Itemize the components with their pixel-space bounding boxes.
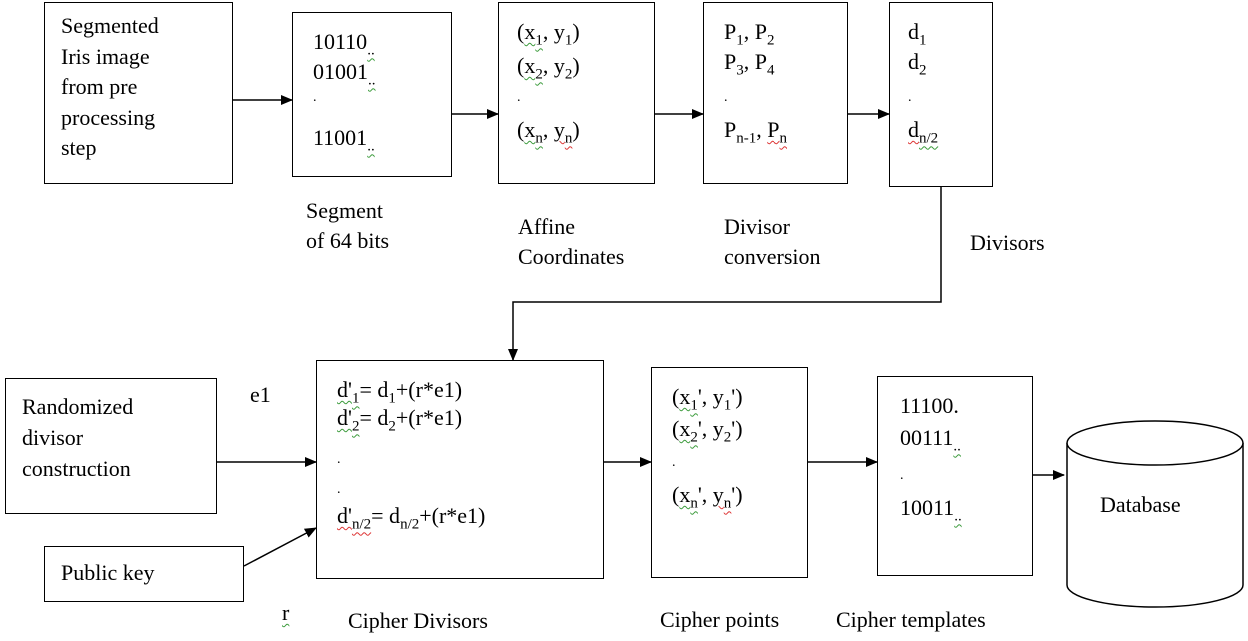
bit-line-2: 01001.. xyxy=(313,59,376,89)
randomized-divisor-box: Randomized divisor construction xyxy=(5,378,217,514)
cipher-point-n: (xn', yn') xyxy=(672,482,743,512)
public-key-label: Public key xyxy=(61,560,155,585)
label-r: r xyxy=(282,600,290,625)
point-pairs-box: P1, P2 P3, P4 . Pn-1, Pn xyxy=(703,2,848,184)
cipher-point-ellipsis: . xyxy=(672,455,676,470)
bit-line-3: 11001.. xyxy=(313,125,375,155)
bit-line-1: 10110.. xyxy=(313,29,375,59)
pair-1-2: P1, P2 xyxy=(724,19,775,49)
divisor-1: d1 xyxy=(908,19,927,49)
template-ellipsis: . xyxy=(900,468,904,483)
input-iris-box: Segmented Iris image from pre processing… xyxy=(44,2,233,184)
cipher-divisor-2: d'2= d2+(r*e1) xyxy=(337,405,463,435)
bit-segment-box: 10110.. 01001.. . 11001.. xyxy=(292,12,452,177)
randomized-divisor-label: Randomized divisor construction xyxy=(22,394,134,481)
caption-divisor-conversion: Divisor conversion xyxy=(724,214,821,269)
template-line-1: 11100. xyxy=(900,393,959,418)
label-e1: e1 xyxy=(250,382,271,407)
arrow-publickey-to-cipher xyxy=(243,527,317,567)
affine-point-1: (x1, y1) xyxy=(517,19,580,49)
caption-cipher-points: Cipher points xyxy=(660,607,780,632)
cipher-point-2: (x2', y2') xyxy=(672,416,743,446)
database-label: Database xyxy=(1100,492,1181,517)
divisor-2: d2 xyxy=(908,49,927,79)
public-key-box: Public key xyxy=(44,546,244,602)
divisors-box: d1 d2 . dn/2 xyxy=(889,2,993,187)
cipher-templates-box: 11100. 00111.. . 10011.. xyxy=(877,376,1033,576)
arrow-divisors-to-cipher-divisors xyxy=(508,187,942,361)
divisor-ellipsis: . xyxy=(908,90,912,105)
cipher-divisor-ellipsis-2: . xyxy=(337,482,341,497)
caption-affine: Affine Coordinates xyxy=(518,214,625,269)
cipher-divisor-n2: d'n/2= dn/2+(r*e1) xyxy=(337,503,486,533)
affine-point-2: (x2, y2) xyxy=(517,53,580,83)
divisor-n2: dn/2 xyxy=(908,117,939,147)
affine-box: (x1, y1) (x2, y2) . (xn, yn) xyxy=(498,2,655,184)
bit-ellipsis: . xyxy=(313,90,317,105)
caption-cipher-templates: Cipher templates xyxy=(836,607,986,632)
cipher-point-1: (x1', y1') xyxy=(672,384,743,414)
cipher-divisors-box: d'1= d1+(r*e1) d'2= d2+(r*e1) . . d'n/2=… xyxy=(316,360,604,579)
cipher-divisor-ellipsis-1: . xyxy=(337,452,341,467)
cipher-points-box: (x1', y1') (x2', y2') . (xn', yn') xyxy=(651,367,808,578)
pair-3-4: P3, P4 xyxy=(724,49,775,79)
input-iris-label: Segmented Iris image from pre processing… xyxy=(61,13,159,160)
template-line-3: 10011.. xyxy=(900,495,962,525)
affine-ellipsis: . xyxy=(517,90,521,105)
cipher-divisor-1: d'1= d1+(r*e1) xyxy=(337,377,463,407)
caption-segment: Segment of 64 bits xyxy=(306,198,390,253)
pair-n: Pn-1, Pn xyxy=(724,117,787,147)
caption-cipher-divisors: Cipher Divisors xyxy=(348,608,488,633)
affine-point-n: (xn, yn) xyxy=(517,117,580,147)
database-cylinder xyxy=(1066,420,1244,608)
template-line-2: 00111.. xyxy=(900,425,961,455)
caption-divisors: Divisors xyxy=(970,230,1045,255)
pair-ellipsis: . xyxy=(724,90,728,105)
